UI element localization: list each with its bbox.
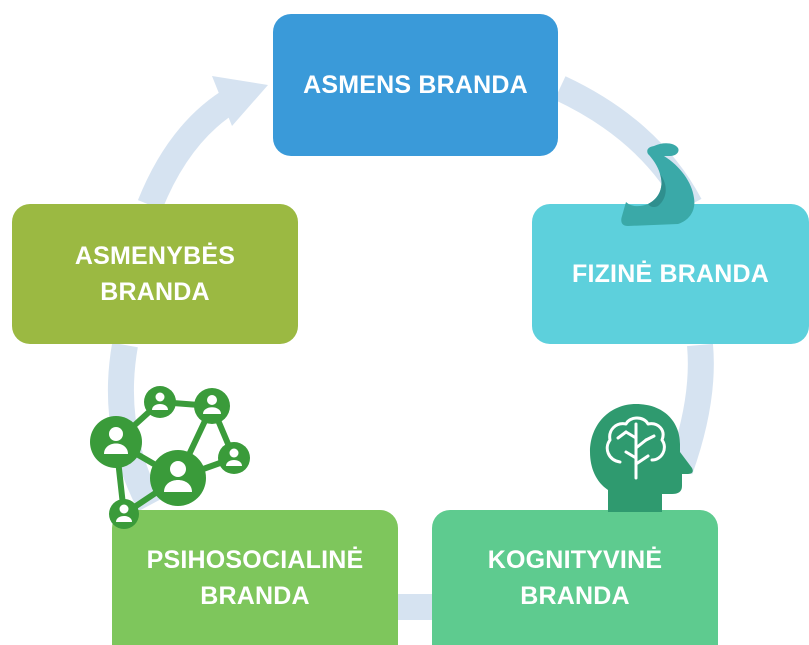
node-asmenybes-label-line1: ASMENYBĖS [74,242,236,270]
node-kognityvine-label-line1: KOGNITYVINĖ [487,545,663,574]
node-asmenybes-branda: ASMENYBĖS BRANDA [12,204,298,344]
cycle-arc-top-left [137,86,242,210]
node-asmens-branda: ASMENS BRANDA [273,14,558,156]
cycle-arc-right [667,343,714,475]
node-fizine-label-line1: FIZINĖ BRANDA [571,260,770,288]
node-asmenybes-label-line2: BRANDA [100,278,210,306]
node-asmens-label-line1: ASMENS BRANDA [303,71,528,99]
cycle-arrow-head [212,76,268,126]
flexed-arm-icon [621,143,695,226]
node-psichosocialine-label-line1: PSIHOSOCIALINĖ [146,545,364,574]
social-network-icon [90,386,250,529]
node-psichosocialine-branda: PSIHOSOCIALINĖ BRANDA [112,510,398,645]
node-psichosocialine-label-line2: BRANDA [200,581,310,610]
head-brain-icon [590,404,693,512]
node-kognityvine-branda: KOGNITYVINĖ BRANDA [432,510,718,645]
node-fizine-branda: FIZINĖ BRANDA [532,204,809,344]
node-kognityvine-label-line2: BRANDA [520,581,630,610]
